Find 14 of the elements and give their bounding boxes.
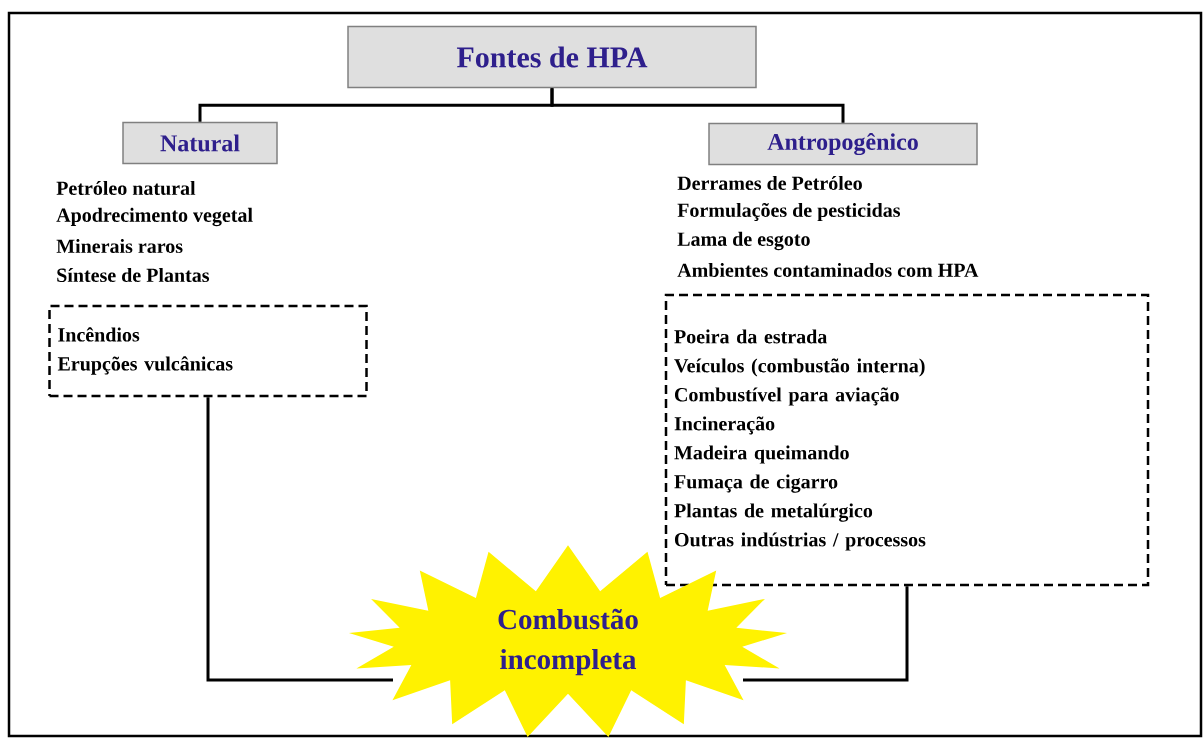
category-box: Natural: [122, 121, 278, 165]
list-item: Minerais raros: [56, 238, 183, 253]
dashed-box: Incêndios Erupções vulcânicas: [48, 304, 368, 398]
list-item: Petróleo natural: [56, 180, 196, 196]
list-item: Formulações de pesticidas: [677, 202, 901, 222]
list-item: Síntese de Plantas: [57, 267, 210, 283]
category-box: Antropogênico: [708, 122, 978, 166]
connector: [743, 586, 909, 682]
list-item: Apodrecimento vegetal: [56, 207, 253, 227]
connector: [550, 88, 845, 123]
connector: [206, 397, 393, 682]
dashed-box: Poeira da estrada Veículos (combustão interna) Combustível para aviação Incineração Madeira queimando Fumaça de cigarro Plantas de metalúrgico Outras indústrias / processos: [664, 293, 1150, 587]
list-item: Lama de esgoto: [677, 231, 810, 251]
title-box: Fontes de HPA: [347, 25, 757, 89]
